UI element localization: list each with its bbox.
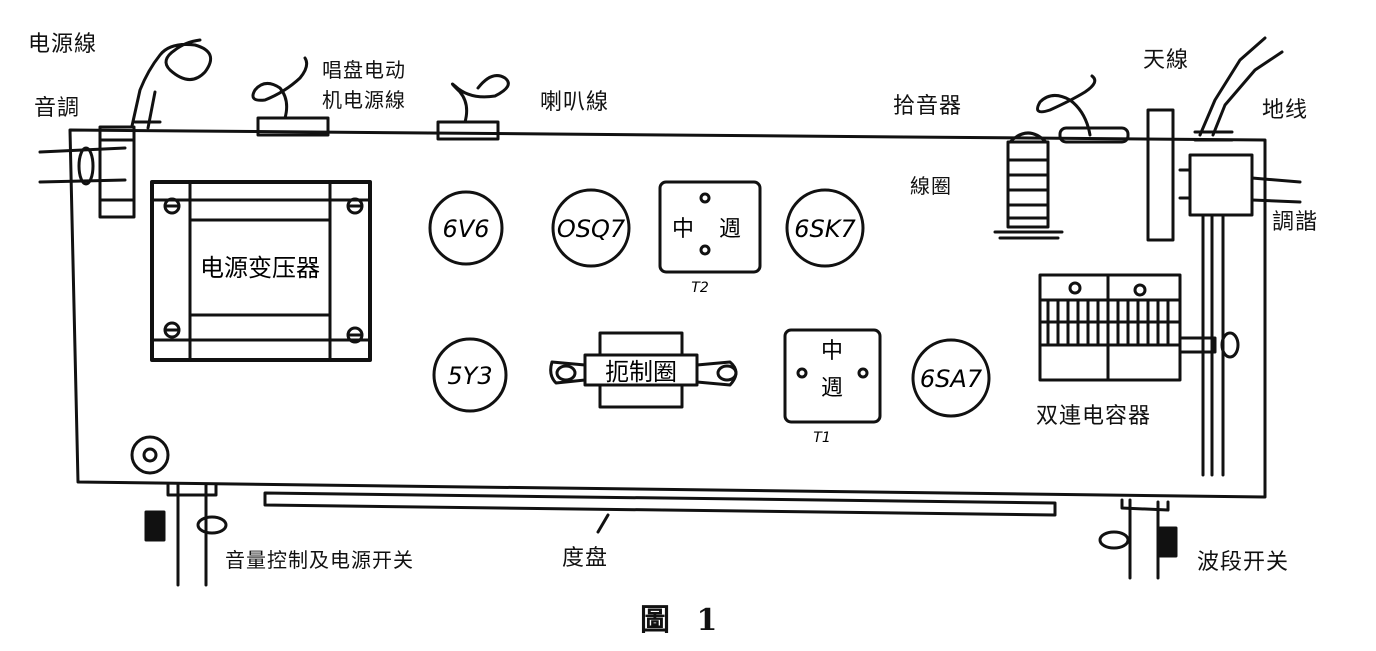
if-t1-label-1: 中 — [821, 339, 843, 364]
dial-label: 度盘 — [562, 546, 609, 571]
antenna-label: 天線 — [1143, 48, 1190, 73]
choke-label: 扼制圈 — [605, 358, 677, 386]
power-cord — [130, 38, 213, 128]
if-t1-label-2: 週 — [821, 376, 843, 401]
band-switch-label: 波段开关 — [1197, 550, 1290, 575]
pickup-wire — [1036, 74, 1097, 137]
chassis-body — [68, 128, 1267, 499]
volume-shaft — [176, 483, 208, 587]
if-transformer-t1 — [783, 328, 882, 424]
tone-bracket — [98, 125, 136, 219]
if-t2-label-1: 中 — [672, 217, 694, 242]
dual-capacitor — [1038, 273, 1182, 382]
volume-power-switch-label: 音量控制及电源开关 — [225, 548, 414, 572]
power-transformer — [150, 180, 372, 362]
coil — [1008, 131, 1048, 144]
tube-label-5y3: 5Y3 — [447, 362, 492, 390]
speaker-line-label: 喇叭線 — [540, 90, 610, 115]
antenna-wires — [1198, 36, 1284, 137]
tube-label-osq7: OSQ7 — [557, 215, 626, 243]
if-transformer-t2 — [658, 180, 762, 274]
tube-osq7 — [551, 188, 631, 268]
power-cord-label: 电源線 — [28, 32, 98, 57]
pickup-label: 拾音器 — [893, 94, 963, 119]
tuning-label: 調諧 — [1272, 210, 1319, 235]
turntable-connector — [256, 116, 330, 137]
antenna-post — [1146, 108, 1175, 242]
dial-strip — [263, 491, 1057, 517]
tube-6sa7 — [911, 338, 991, 418]
tube-6sk7 — [785, 188, 865, 268]
tuning-box — [1188, 153, 1254, 217]
if-t2-label-2: 週 — [719, 217, 741, 242]
tube-label-6sa7: 6SA7 — [920, 365, 983, 393]
dual-capacitor-label: 双連电容器 — [1036, 404, 1152, 429]
figure-caption: 圖 1 — [640, 603, 726, 638]
tone-label: 音調 — [34, 96, 81, 121]
turntable-power-label-1: 唱盘电动 — [322, 58, 406, 82]
tube-label-6v6: 6V6 — [443, 215, 490, 243]
coil-label: 線圈 — [910, 174, 952, 198]
turntable-power-label-2: 机电源線 — [322, 88, 406, 112]
screw-boss — [130, 435, 170, 475]
tube-6v6 — [428, 190, 504, 266]
tube-5y3 — [432, 337, 508, 413]
ground-label: 地线 — [1262, 98, 1309, 123]
if-t2-sub: T2 — [691, 280, 709, 296]
tube-label-6sk7: 6SK7 — [794, 215, 856, 243]
if-t1-sub: T1 — [813, 430, 830, 446]
band-switch-shaft — [1128, 498, 1160, 580]
power-transformer-label: 电源变压器 — [200, 254, 320, 282]
speaker-connector — [436, 120, 500, 141]
